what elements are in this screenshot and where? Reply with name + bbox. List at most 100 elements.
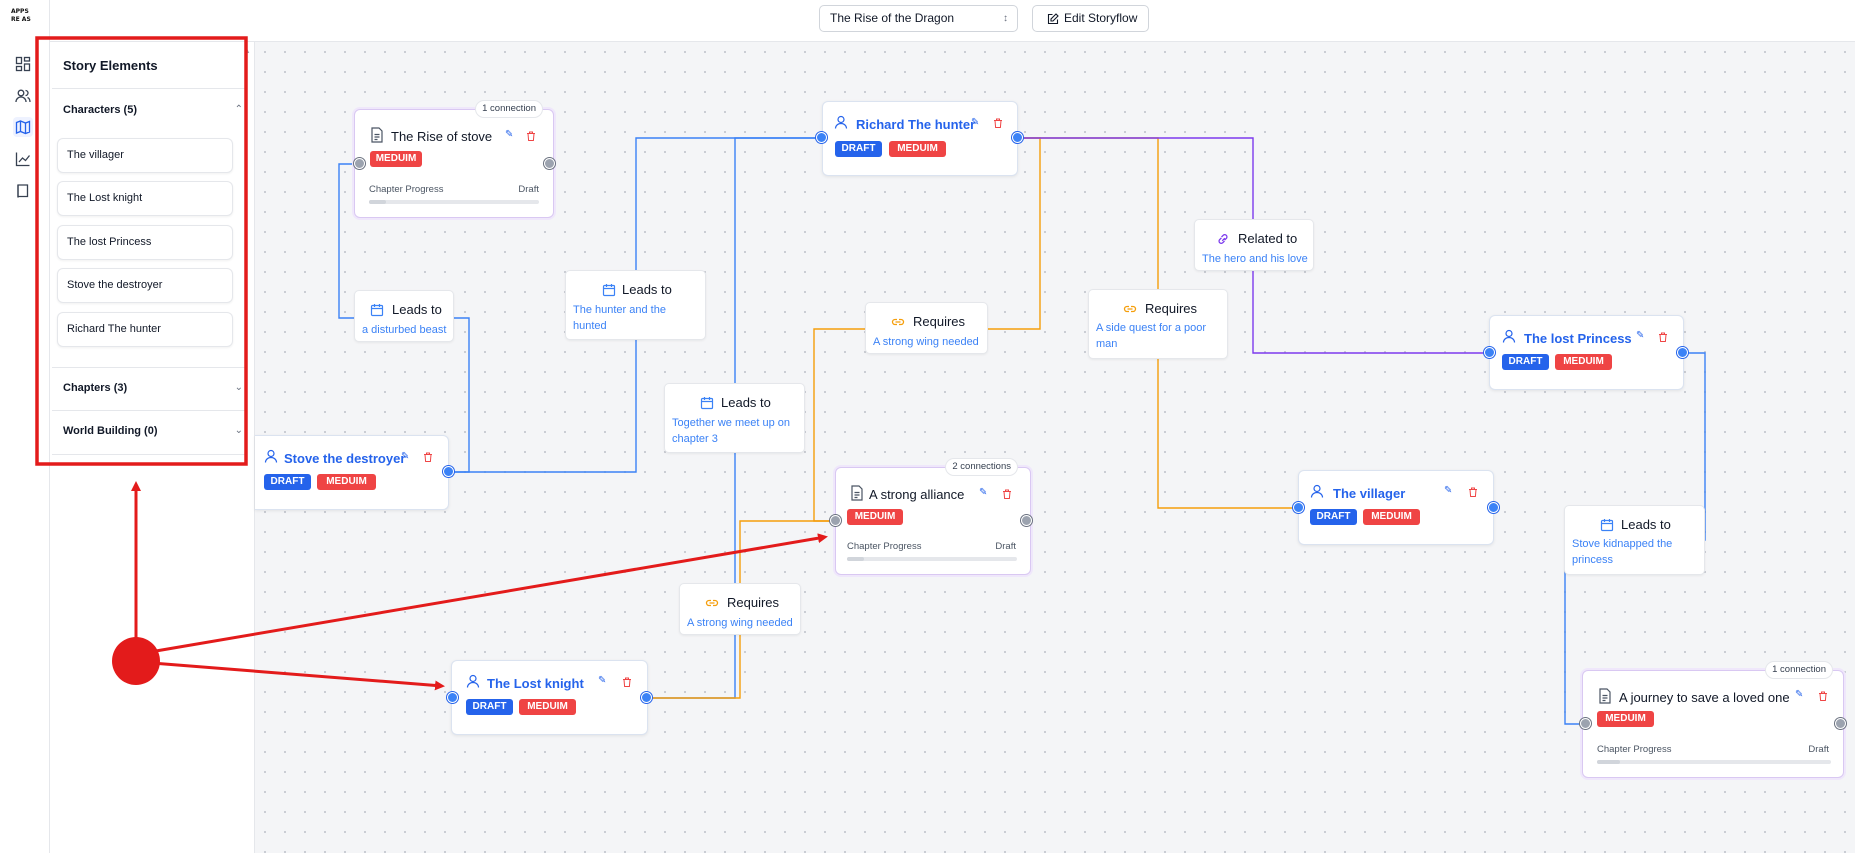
book-icon[interactable]: [13, 181, 33, 201]
edge-label-requires[interactable]: Requires A side quest for a poor man: [1088, 289, 1228, 359]
connection-handle[interactable]: [1677, 347, 1688, 358]
trash-icon[interactable]: [1002, 489, 1012, 499]
connection-handle[interactable]: [1293, 502, 1304, 513]
chapter-progress-label: Chapter Progress: [369, 184, 444, 195]
node-title: Richard The hunter: [856, 117, 976, 132]
node-title: Stove the destroyer: [284, 451, 406, 466]
sidebar-character-lost-princess[interactable]: The lost Princess: [57, 225, 233, 260]
trash-icon[interactable]: [622, 677, 632, 687]
connection-handle[interactable]: [1021, 515, 1032, 526]
edit-storyflow-button[interactable]: Edit Storyflow: [1032, 5, 1149, 32]
edge-label-leads-to[interactable]: Leads to The hunter and the hunted: [565, 270, 706, 340]
characters-section-toggle[interactable]: Characters (5) ⌃: [63, 104, 243, 116]
sidebar-character-lost-knight[interactable]: The Lost knight: [57, 181, 233, 216]
user-icon: [1502, 329, 1516, 343]
chapter-status: Draft: [995, 541, 1016, 552]
character-node-villager[interactable]: The villager ✎ DRAFT MEDUIM: [1298, 470, 1494, 545]
connection-handle[interactable]: [1835, 718, 1846, 729]
connection-handle[interactable]: [354, 158, 365, 169]
trash-icon[interactable]: [1818, 691, 1828, 701]
edge-label-requires[interactable]: Requires A strong wing needed: [679, 583, 801, 635]
character-node-lost-knight[interactable]: The Lost knight ✎ DRAFT MEDUIM: [451, 660, 648, 735]
dashboard-icon[interactable]: [13, 54, 33, 74]
progress-fill: [369, 200, 386, 204]
story-select-value: The Rise of the Dragon: [830, 11, 955, 25]
map-icon[interactable]: [13, 117, 33, 137]
edge-type: Leads to: [392, 302, 442, 317]
connection-handle[interactable]: [830, 515, 841, 526]
connection-handle[interactable]: [443, 466, 454, 477]
trash-icon[interactable]: [1658, 332, 1668, 342]
top-bar: The Rise of the Dragon ↕ Edit Storyflow: [50, 0, 1855, 42]
character-node-richard[interactable]: Richard The hunter ✎ DRAFT MEDUIM: [822, 101, 1018, 176]
connection-handle[interactable]: [641, 692, 652, 703]
chapter-progress-bar: [1597, 760, 1831, 764]
connection-handle[interactable]: [1488, 502, 1499, 513]
connection-handle[interactable]: [1580, 718, 1591, 729]
user-icon: [1310, 484, 1324, 498]
edge-type: Requires: [727, 595, 780, 610]
medium-badge: MEDUIM: [317, 474, 376, 490]
calendar-icon: [370, 304, 384, 317]
sidebar-character-stove[interactable]: Stove the destroyer: [57, 268, 233, 303]
edit-pencil-icon[interactable]: ✎: [505, 129, 514, 140]
chapter-node-strong-alliance[interactable]: 2 connections A strong alliance ✎ MEDUIM…: [835, 458, 1031, 575]
edge-label-leads-to[interactable]: Leads to a disturbed beast: [354, 290, 454, 342]
trash-icon[interactable]: [993, 118, 1003, 128]
edit-pencil-icon[interactable]: ✎: [1795, 689, 1804, 700]
draft-badge: DRAFT: [264, 474, 311, 490]
users-icon[interactable]: [13, 86, 33, 106]
chapter-node-rise-of-stove[interactable]: 1 connection The Rise of stove ✎ MEDUIM …: [354, 100, 554, 218]
edge-description: Stove kidnapped the princess: [1572, 538, 1673, 566]
medium-badge: MEDUIM: [519, 699, 576, 715]
sidebar-character-richard[interactable]: Richard The hunter: [57, 312, 233, 347]
draft-badge: DRAFT: [1310, 509, 1357, 525]
edge-label-leads-to[interactable]: Leads to Together we meet up on chapter …: [664, 383, 805, 453]
story-select[interactable]: The Rise of the Dragon ↕: [819, 5, 1018, 32]
connection-handle[interactable]: [816, 132, 827, 143]
chapter-node-journey[interactable]: 1 connection A journey to save a loved o…: [1582, 661, 1844, 778]
world-building-section-toggle[interactable]: World Building (0) ⌄: [63, 425, 243, 437]
connection-handle[interactable]: [544, 158, 555, 169]
chevron-up-icon: ⌃: [234, 104, 243, 115]
calendar-icon: [700, 397, 714, 410]
chapter-progress-label: Chapter Progress: [1597, 744, 1672, 755]
edge-label-requires[interactable]: Requires A strong wing needed: [865, 302, 988, 354]
edge-label-related-to[interactable]: Related to The hero and his love: [1194, 219, 1314, 271]
connection-count-badge: 1 connection: [1765, 661, 1833, 679]
document-icon: [851, 485, 863, 501]
edit-pencil-icon[interactable]: ✎: [401, 451, 410, 462]
edit-pencil-icon[interactable]: ✎: [979, 487, 988, 498]
edge-type: Leads to: [622, 282, 672, 297]
character-node-stove[interactable]: Stove the destroyer ✎ DRAFT MEDUIM: [255, 435, 449, 510]
chapter-progress-label: Chapter Progress: [847, 541, 922, 552]
trash-icon[interactable]: [423, 452, 433, 462]
edge-type: Leads to: [721, 395, 771, 410]
edit-pencil-icon[interactable]: ✎: [971, 117, 980, 128]
connection-handle[interactable]: [1012, 132, 1023, 143]
chevron-down-icon: ⌄: [234, 425, 243, 436]
sidebar-character-villager[interactable]: The villager: [57, 138, 233, 173]
edit-pencil-icon[interactable]: ✎: [598, 675, 607, 686]
link-icon: [1218, 234, 1228, 244]
edge-description: The hunter and the hunted: [573, 304, 666, 332]
edit-pencil-icon[interactable]: ✎: [1444, 485, 1453, 496]
user-icon: [834, 115, 848, 129]
scrollbar-up-arrow[interactable]: ▲: [243, 46, 251, 55]
edit-pencil-icon[interactable]: ✎: [1636, 330, 1645, 341]
connection-handle[interactable]: [1484, 347, 1495, 358]
connection-handle[interactable]: [447, 692, 458, 703]
chart-icon[interactable]: [13, 149, 33, 169]
document-icon: [371, 127, 383, 143]
node-title: The Rise of stove: [391, 129, 493, 144]
progress-fill: [847, 557, 864, 561]
user-icon: [264, 449, 278, 463]
trash-icon[interactable]: [1468, 487, 1478, 497]
edit-storyflow-label: Edit Storyflow: [1064, 11, 1138, 25]
world-building-header: World Building (0): [63, 425, 158, 437]
chapters-section-toggle[interactable]: Chapters (3) ⌄: [63, 382, 243, 394]
edge-label-leads-to[interactable]: Leads to Stove kidnapped the princess: [1564, 505, 1705, 575]
trash-icon[interactable]: [526, 131, 536, 141]
character-node-lost-princess[interactable]: The lost Princess ✎ DRAFT MEDUIM: [1489, 315, 1684, 390]
